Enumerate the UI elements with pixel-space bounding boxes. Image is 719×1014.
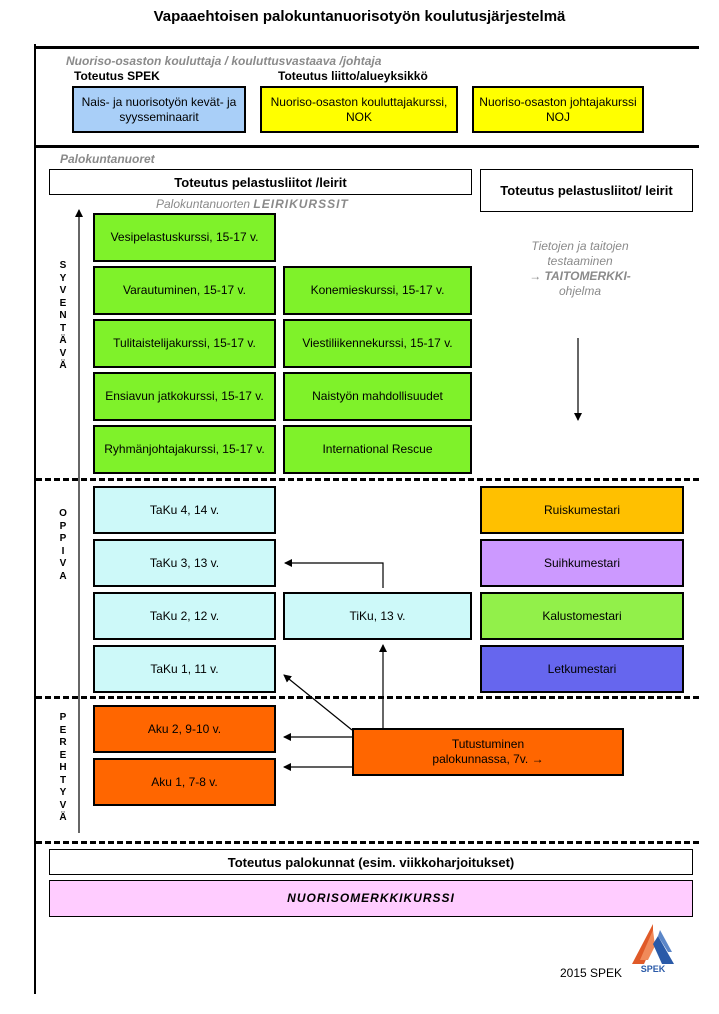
- taku-box: TaKu 4, 14 v.: [93, 486, 276, 534]
- taitomerkki-box: Suihkumestari: [480, 539, 684, 587]
- phase-syventava: S Y V E N T Ä V Ä: [59, 260, 67, 371]
- phase-oppiva: O P P I V A: [59, 508, 67, 582]
- course-box: Ryhmänjohtajakurssi, 15-17 v.: [93, 425, 276, 474]
- taku-box: TaKu 1, 11 v.: [93, 645, 276, 693]
- footer-year: 2015 SPEK: [560, 966, 623, 980]
- course-box: Naistyön mahdollisuudet: [283, 372, 472, 421]
- course-box: Varautuminen, 15-17 v.: [93, 266, 276, 315]
- noj-box: Nuoriso-osaston johtajakurssi NOJ: [472, 86, 644, 133]
- taito-line-1: Tietojen ja taitojen: [531, 239, 629, 253]
- dashed-divider-bottom: [36, 841, 699, 844]
- tutustuminen-line-2: palokunnassa, 7v. →: [432, 752, 544, 766]
- taito-line-2: testaaminen: [547, 254, 613, 268]
- leirikurssit-prefix: Palokuntanuorten: [156, 197, 251, 211]
- tiku-to-taku3-arrow: [284, 559, 384, 588]
- dashed-divider-perehtyva: [36, 696, 699, 699]
- liitto-label: Toteutus liitto/alueyksikkö: [278, 69, 428, 83]
- header-right-box: Toteutus pelastusliitot/ leirit: [480, 169, 693, 212]
- taito-line-3: → TAITOMERKKI-: [529, 269, 631, 283]
- leirikurssit-bold: LEIRIKURSSIT: [253, 197, 349, 211]
- course-box: International Rescue: [283, 425, 472, 474]
- nok-box: Nuoriso-osaston kouluttajakurssi, NOK: [260, 86, 458, 133]
- spek-label: Toteutus SPEK: [74, 69, 160, 83]
- aku-box: Aku 1, 7-8 v.: [93, 758, 276, 806]
- tutustuminen-line-1: Tutustuminen: [451, 737, 525, 751]
- left-border-line: [34, 44, 36, 994]
- tiku-box: TiKu, 13 v.: [283, 592, 472, 640]
- palokuntanuoret-heading: Palokuntanuoret: [60, 152, 155, 166]
- seminaarit-box: Nais- ja nuorisotyön kevät- ja syyssemin…: [72, 86, 246, 133]
- toteutus-palokunnat-box: Toteutus palokunnat (esim. viikkoharjoit…: [49, 849, 693, 875]
- course-box: Konemieskurssi, 15-17 v.: [283, 266, 472, 315]
- taku-box: TaKu 3, 13 v.: [93, 539, 276, 587]
- leirikurssit-caption: Palokuntanuorten LEIRIKURSSIT: [156, 197, 349, 211]
- dashed-divider-oppiva: [36, 478, 699, 481]
- phase-perehtyva: P E R E H T Y V Ä: [59, 712, 67, 823]
- spek-logo-icon: [632, 924, 674, 964]
- taito-line-4: ohjelma: [558, 284, 602, 298]
- taitomerkki-text: Tietojen ja taitojen testaaminen → TAITO…: [500, 239, 660, 299]
- taitomerkki-box: Letkumestari: [480, 645, 684, 693]
- course-box: Ensiavun jatkokurssi, 15-17 v.: [93, 372, 276, 421]
- nuorisomerkkikurssi-box: NUORISOMERKKIKURSSI: [49, 880, 693, 917]
- spek-logo-text: SPEK: [640, 964, 666, 974]
- top-divider: [36, 46, 699, 49]
- taitomerkki-box: Ruiskumestari: [480, 486, 684, 534]
- tutustuminen-to-taku1-arrow: [283, 674, 353, 731]
- spek-logo: SPEK: [628, 922, 678, 978]
- aku-box: Aku 2, 9-10 v.: [93, 705, 276, 753]
- course-box: Tulitaistelijakurssi, 15-17 v.: [93, 319, 276, 368]
- top-section-heading: Nuoriso-osaston kouluttaja / kouluttusva…: [66, 54, 382, 68]
- header-left-box: Toteutus pelastusliitot /leirit: [49, 169, 472, 195]
- course-box: Viestiliikennekurssi, 15-17 v.: [283, 319, 472, 368]
- taitomerkki-box: Kalustomestari: [480, 592, 684, 640]
- taku-box: TaKu 2, 12 v.: [93, 592, 276, 640]
- page-title: Vapaaehtoisen palokuntanuorisotyön koulu…: [153, 8, 566, 25]
- section-divider: [36, 145, 699, 148]
- tutustuminen-box: Tutustuminen palokunnassa, 7v. →: [352, 728, 624, 776]
- course-box: Vesipelastuskurssi, 15-17 v.: [93, 213, 276, 262]
